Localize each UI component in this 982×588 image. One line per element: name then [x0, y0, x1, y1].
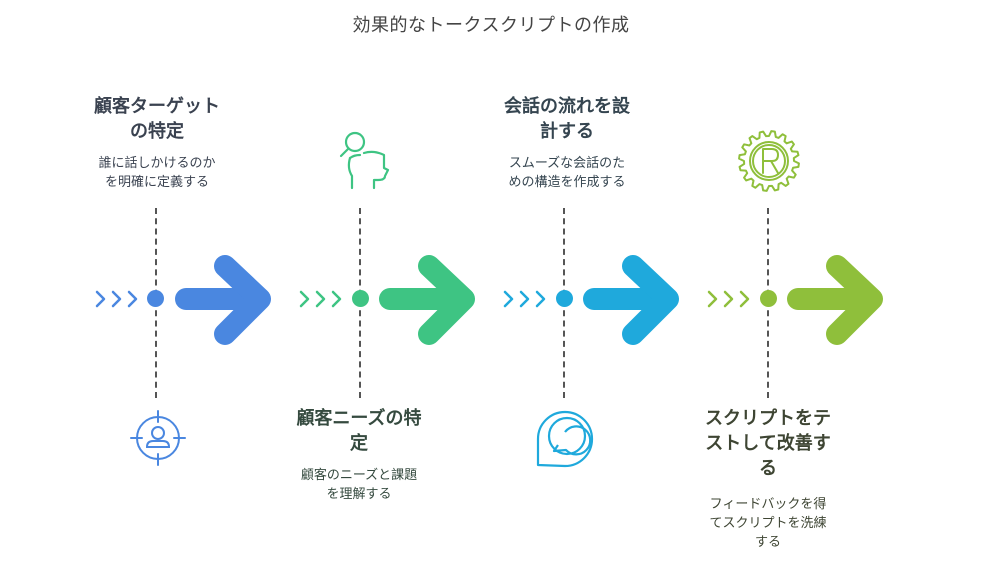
step-1-label: 顧客ターゲット の特定 誰に話しかけるのか を明確に定義する [62, 94, 252, 192]
step-2-label: 顧客ニーズの特 定 顧客のニーズと課題 を理解する [268, 406, 450, 504]
step-4-chevrons-icon [707, 290, 750, 308]
diagram-title: 効果的なトークスクリプトの作成 [352, 15, 630, 36]
step-4-heading: スクリプトをテ ストして改善す る [705, 408, 831, 479]
step-2-description: 顧客のニーズと課題 を理解する [300, 468, 418, 502]
step-1-heading: 顧客ターゲット の特定 [94, 96, 220, 142]
target-user-icon [130, 410, 186, 466]
head-search-icon [339, 131, 390, 190]
chat-bubble-icon [536, 410, 594, 468]
step-4-arrow-icon [787, 255, 883, 345]
step-3-description: スムーズな会話のた めの構造を作成する [508, 156, 626, 190]
gear-r-icon [738, 130, 800, 192]
step-3-dot [556, 290, 573, 307]
step-2-arrow-icon [379, 255, 475, 345]
step-4-dot [760, 290, 777, 307]
step-4-label: スクリプトをテ ストして改善す る フィードバックを得 てスクリプトを洗練 する [680, 406, 856, 552]
step-3-label: 会話の流れを設 計する スムーズな会話のた めの構造を作成する [474, 94, 660, 192]
step-3-arrow-icon [583, 255, 679, 345]
step-1-description: 誰に話しかけるのか を明確に定義する [98, 156, 216, 190]
step-3-chevrons-icon [503, 290, 546, 308]
step-1-arrow-icon [175, 255, 271, 345]
step-3-heading: 会話の流れを設 計する [504, 96, 630, 142]
step-1-dot [147, 290, 164, 307]
step-4-description: フィードバックを得 てスクリプトを洗練 する [709, 497, 827, 550]
step-2-heading: 顧客ニーズの特 定 [296, 408, 422, 454]
step-2-chevrons-icon [299, 290, 342, 308]
step-1-chevrons-icon [95, 290, 138, 308]
step-2-dot [352, 290, 369, 307]
